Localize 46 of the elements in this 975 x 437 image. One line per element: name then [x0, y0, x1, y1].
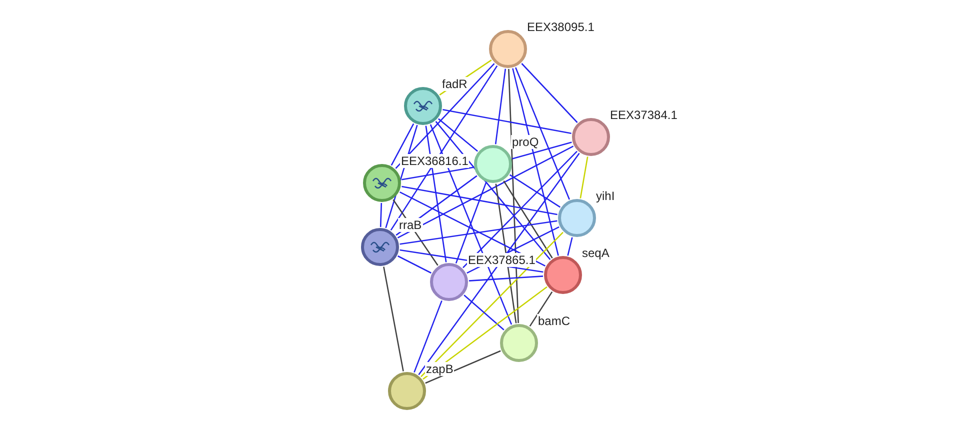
interaction-line [383, 266, 404, 372]
protein-label: bamC [537, 314, 572, 328]
interaction-line [521, 63, 578, 123]
interaction-line [402, 166, 474, 180]
protein-label: rraB [398, 218, 423, 232]
interaction-line [567, 237, 573, 256]
interaction-line [420, 232, 564, 378]
interaction-line [509, 174, 561, 208]
protein-label: seqA [581, 246, 610, 260]
interaction-line [402, 186, 558, 216]
interaction-line [494, 68, 506, 144]
interaction-line [455, 182, 487, 264]
interaction-line [435, 120, 551, 260]
interaction-line [418, 152, 580, 376]
interaction-line [442, 108, 572, 134]
protein-label: EEX36816.1 [400, 154, 470, 168]
interaction-line [438, 118, 478, 152]
protein-label: fadR [441, 77, 468, 91]
interaction-line [380, 202, 382, 228]
interaction-line [400, 192, 546, 266]
interaction-line [495, 184, 517, 324]
interaction-line [390, 65, 498, 231]
interaction-line [508, 68, 519, 324]
protein-label: EEX38095.1 [526, 20, 596, 34]
interaction-line [515, 67, 570, 200]
interaction-line [503, 180, 553, 258]
interaction-line [390, 123, 414, 166]
interaction-line [400, 220, 558, 245]
protein-label: zapB [425, 362, 454, 376]
interaction-line [398, 255, 432, 274]
interaction-line [580, 156, 588, 198]
protein-label: proQ [511, 135, 540, 149]
protein-label: yihI [595, 189, 616, 203]
interaction-line [468, 276, 544, 282]
interaction-line [512, 142, 572, 160]
protein-label: EEX37384.1 [609, 108, 678, 122]
interaction-line [397, 146, 574, 238]
interaction-line [395, 63, 495, 169]
interaction-line [414, 300, 442, 373]
interaction-line [425, 126, 447, 262]
interaction-line [464, 294, 504, 330]
interaction-line [430, 124, 512, 325]
protein-label: EEX37865.1 [467, 253, 536, 267]
interaction-line [529, 291, 553, 327]
interaction-line [462, 150, 578, 268]
interaction-line [512, 68, 559, 256]
